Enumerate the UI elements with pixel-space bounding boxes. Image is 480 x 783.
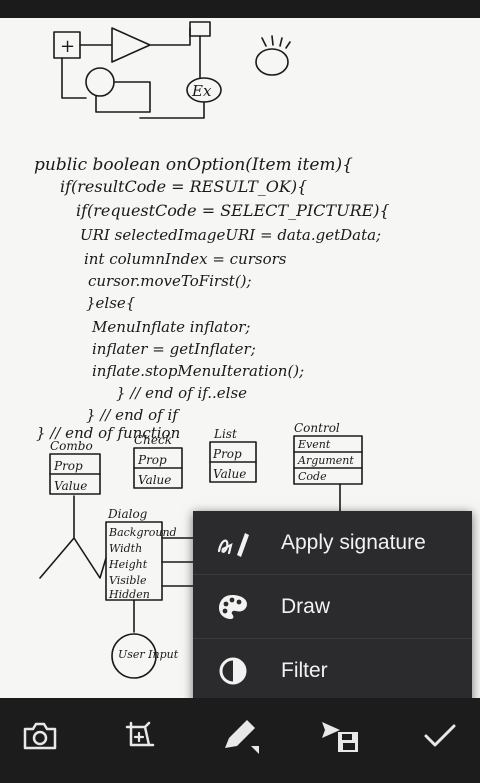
pen-icon — [225, 720, 259, 754]
code-line-3: if(requestCode = SELECT_PICTURE){ — [76, 201, 390, 220]
sketch-plus-label: + — [60, 36, 75, 57]
camera-icon — [23, 722, 57, 750]
sketch-circle — [85, 67, 115, 97]
code-line-12: } // end of if — [86, 406, 180, 424]
send-save-icon — [322, 722, 358, 752]
code-line-6: cursor.moveToFirst(); — [88, 272, 252, 290]
crop-button[interactable] — [116, 714, 164, 758]
sketch-user-input-label: User Input — [118, 648, 179, 661]
box-control-row-3: Code — [298, 470, 327, 483]
dialog-row-4: Visible — [109, 574, 147, 587]
box-combo-row-1: Prop — [53, 459, 83, 473]
menu-item-filter[interactable]: Filter — [193, 639, 472, 703]
box-check-row-1: Prop — [137, 453, 167, 467]
sketch-triangle — [79, 27, 191, 63]
dialog-row-1: Background — [108, 526, 177, 539]
sketch-user-input-oval — [111, 633, 157, 679]
box-check-title: Check — [134, 433, 172, 447]
box-combo-row-2: Value — [54, 479, 87, 493]
box-list-row-2: Value — [213, 467, 246, 481]
contrast-icon — [209, 651, 257, 691]
bottom-toolbar — [0, 698, 480, 783]
sketch-return — [139, 101, 205, 119]
dialog-row-5: Hidden — [108, 588, 150, 601]
sketch-face — [255, 48, 289, 76]
box-control-row-1: Event — [297, 438, 331, 451]
status-bar — [0, 0, 480, 18]
dialog-row-2: Width — [109, 542, 142, 555]
code-line-2: if(resultCode = RESULT_OK){ — [60, 177, 307, 196]
signature-icon — [209, 523, 257, 563]
box-control — [293, 435, 363, 485]
crop-icon — [125, 721, 155, 747]
code-line-11: } // end of if..else — [116, 384, 247, 402]
box-control-row-2: Argument — [297, 454, 354, 467]
code-line-8: MenuInflate inflator; — [91, 318, 250, 336]
handwritten-sketch: + Ex public boolean onOption(Item item){… — [34, 21, 390, 679]
code-line-13: } // end of function — [36, 424, 180, 442]
send-save-button[interactable] — [316, 714, 364, 758]
menu-label-draw: Draw — [281, 594, 331, 618]
code-line-5: int columnIndex = cursors — [84, 250, 287, 268]
menu-item-draw[interactable]: Draw — [193, 575, 472, 639]
menu-label-apply-signature: Apply signature — [281, 530, 426, 554]
sketch-ex-label: Ex — [191, 82, 212, 100]
sketch-loop — [61, 57, 151, 113]
code-line-10: inflate.stopMenuIteration(); — [92, 362, 304, 380]
box-control-title: Control — [294, 421, 340, 435]
sketch-face-hair — [261, 35, 291, 49]
box-list-row-1: Prop — [212, 447, 242, 461]
camera-button[interactable] — [16, 714, 64, 758]
palette-icon — [209, 587, 257, 627]
sketch-small-box — [189, 21, 211, 37]
menu-label-filter: Filter — [281, 659, 328, 682]
box-list-title: List — [213, 427, 237, 441]
box-check-row-2: Value — [138, 473, 171, 487]
code-line-9: inflater = getInflater; — [92, 340, 256, 358]
box-combo-title: Combo — [50, 439, 93, 453]
dialog-row-3: Height — [108, 558, 148, 571]
dialog-title: Dialog — [107, 507, 148, 521]
sketch-connector-left — [39, 495, 107, 579]
code-line-4: URI selectedImageURI = data.getData; — [80, 226, 381, 244]
menu-item-apply-signature[interactable]: Apply signature — [193, 511, 472, 575]
code-line-7: }else{ — [86, 294, 136, 312]
code-line-1: public boolean onOption(Item item){ — [34, 155, 353, 175]
confirm-button[interactable] — [416, 714, 464, 758]
pen-button[interactable] — [216, 714, 264, 758]
popup-menu: Apply signature Draw Filter — [193, 511, 472, 705]
checkmark-icon — [424, 724, 456, 747]
